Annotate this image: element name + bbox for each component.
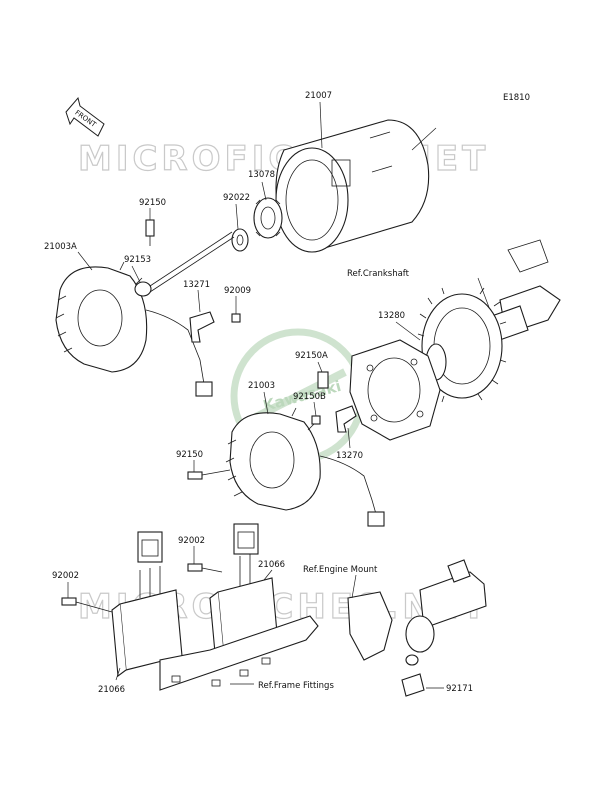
label-13078: 13078 (248, 170, 275, 180)
starter-clutch-plate (349, 339, 441, 441)
label-13271: 13271 (183, 280, 210, 290)
label-21007: 21007 (305, 91, 332, 101)
gear-13078 (253, 197, 283, 239)
stator-21003 (225, 407, 385, 527)
frame-fitting (159, 615, 319, 691)
screw-92002-left (61, 597, 113, 613)
label-92150A: 92150A (295, 351, 328, 361)
screw-92002-top (187, 563, 223, 573)
label-92002-top: 92002 (178, 536, 205, 546)
stator-21003A (55, 261, 213, 397)
bracket-13270 (335, 405, 357, 433)
screw-92009 (231, 313, 241, 323)
bracket-13271 (189, 311, 215, 343)
label-21066-bottom: 21066 (98, 685, 125, 695)
label-ref-crankshaft: Ref.Crankshaft (347, 269, 410, 279)
bolt-92150-top (145, 219, 155, 246)
regulator-21066-left (111, 531, 183, 678)
label-ref-engine-mount: Ref.Engine Mount (303, 565, 378, 575)
starter-gear-13280 (417, 287, 507, 403)
front-arrow-icon: FRONT (65, 96, 105, 137)
label-21066-top: 21066 (258, 560, 285, 570)
bolt-92153 (134, 231, 235, 297)
washer-92022 (231, 228, 249, 252)
label-ref-frame-fittings: Ref.Frame Fittings (258, 681, 334, 691)
label-92009: 92009 (224, 286, 251, 296)
bolt-92150-mid (187, 469, 231, 480)
label-13280: 13280 (378, 311, 405, 321)
label-92150B: 92150B (293, 392, 326, 402)
diagram-code: E1810 (503, 93, 530, 103)
label-92150-mid: 92150 (176, 450, 203, 460)
label-21003: 21003 (248, 381, 275, 391)
bolt-92150A (317, 371, 329, 389)
label-92022: 92022 (223, 193, 250, 203)
label-92150-top: 92150 (139, 198, 166, 208)
bolt-92150B (311, 415, 321, 425)
label-92153: 92153 (124, 255, 151, 265)
label-92171: 92171 (446, 684, 473, 694)
engine-mount (347, 559, 487, 666)
label-92002-left: 92002 (52, 571, 79, 581)
label-13270: 13270 (336, 451, 363, 461)
clamp-92171 (401, 673, 425, 697)
flywheel-rotor-21007 (275, 119, 437, 253)
label-21003A: 21003A (44, 242, 77, 252)
